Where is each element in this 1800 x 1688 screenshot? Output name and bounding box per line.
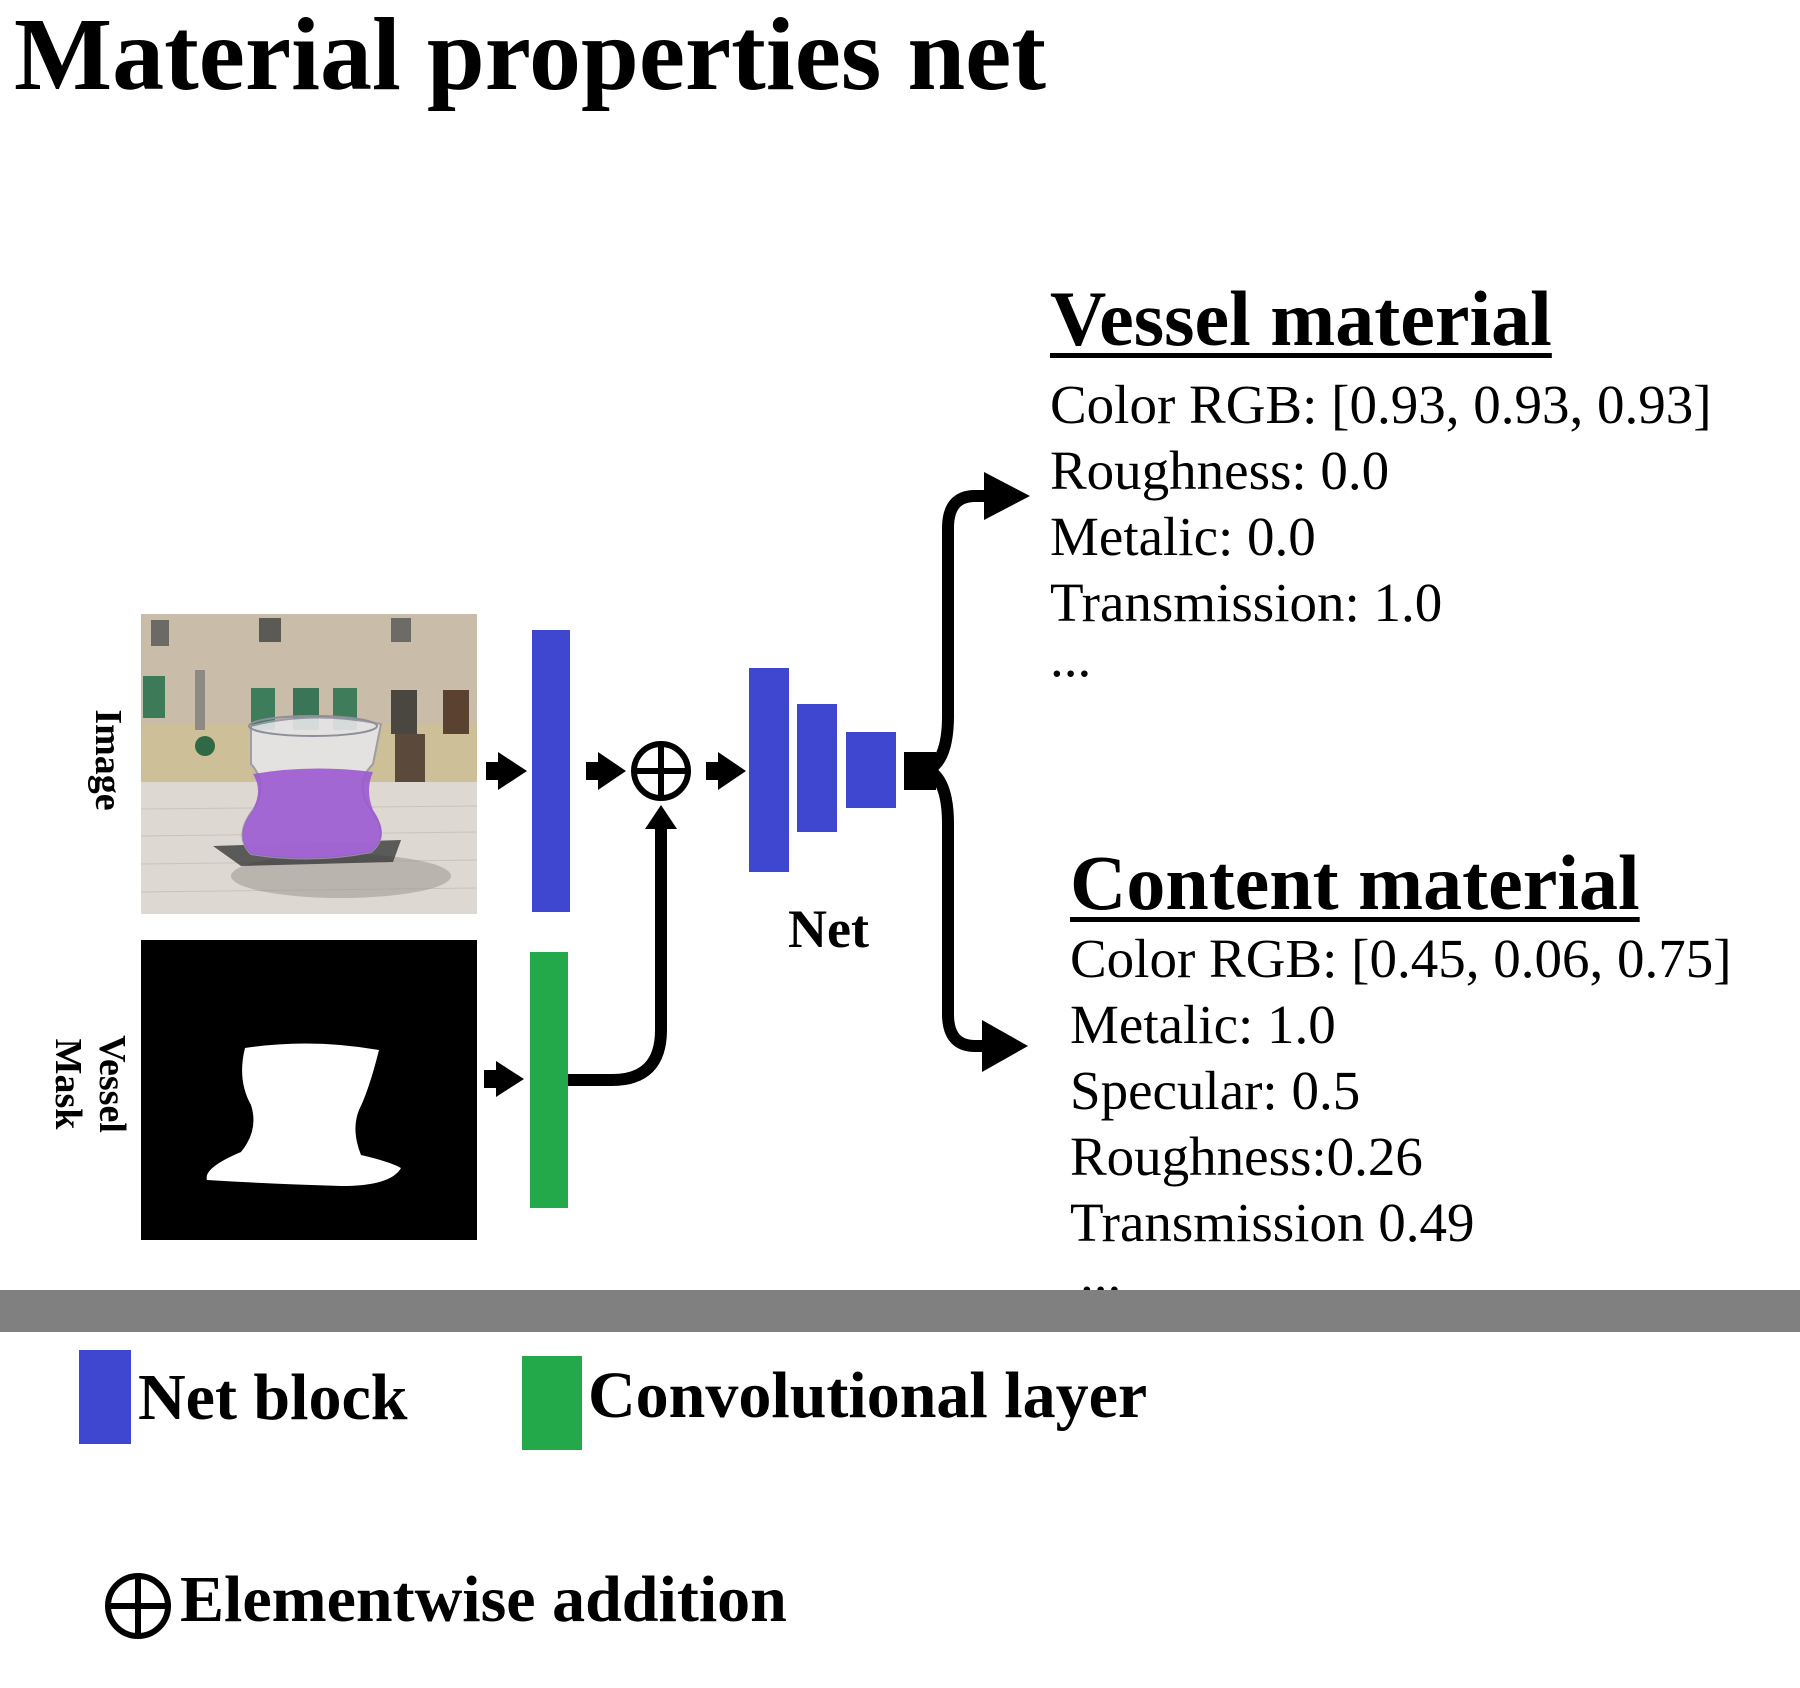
- arrow-addition-to-net: [706, 752, 746, 790]
- vessel-mask-image: [141, 940, 477, 1240]
- net-block-1: [749, 668, 789, 872]
- content-prop-specular: Specular: 0.5: [1070, 1060, 1361, 1121]
- output-brace: [914, 490, 988, 1052]
- vessel-material-properties: Color RGB: [0.93, 0.93, 0.93] Roughness:…: [1050, 372, 1712, 688]
- vessel-prop-metalic: Metalic: 0.0: [1050, 506, 1316, 567]
- legend-addition-label: Elementwise addition: [180, 1563, 787, 1636]
- image-conv-block: [532, 630, 570, 912]
- arrow-image-to-block: [486, 752, 527, 790]
- vessel-prop-roughness: Roughness: 0.0: [1050, 440, 1390, 501]
- net-block-3: [846, 732, 896, 808]
- divider-bar: [0, 1290, 1800, 1332]
- legend-net-block-swatch: [79, 1350, 131, 1444]
- content-prop-transmission: Transmission 0.49: [1070, 1192, 1475, 1253]
- legend-addition-icon: [105, 1573, 171, 1639]
- net-label: Net: [788, 899, 869, 959]
- legend-net-block-label: Net block: [138, 1361, 408, 1434]
- legend-conv-layer-label: Convolutional layer: [588, 1359, 1148, 1432]
- legend-conv-layer-swatch: [522, 1356, 582, 1450]
- arrow-to-vessel-head: [984, 472, 1030, 520]
- content-prop-color: Color RGB: [0.45, 0.06, 0.75]: [1070, 928, 1732, 989]
- arrow-mask-to-layer: [484, 1061, 524, 1097]
- content-prop-metalic: Metalic: 1.0: [1070, 994, 1336, 1055]
- vessel-prop-color: Color RGB: [0.93, 0.93, 0.93]: [1050, 374, 1712, 435]
- input-image: [141, 614, 477, 914]
- arrow-layer-to-addition-head: [645, 805, 677, 829]
- vessel-prop-transmission: Transmission: 1.0: [1050, 572, 1443, 633]
- content-prop-roughness: Roughness:0.26: [1070, 1126, 1423, 1187]
- vessel-material-heading: Vessel material: [1050, 275, 1552, 362]
- mask-conv-layer: [530, 952, 568, 1208]
- arrow-to-content-head: [982, 1020, 1028, 1072]
- content-material-heading: Content material: [1070, 839, 1640, 926]
- elementwise-addition-icon: [631, 741, 691, 801]
- net-block-2: [797, 704, 837, 832]
- line-layer-to-addition: [568, 826, 667, 1086]
- vessel-prop-ellipsis: ...: [1050, 627, 1092, 688]
- arrow-block-to-addition: [586, 752, 626, 790]
- content-material-properties: Color RGB: [0.45, 0.06, 0.75] Metalic: 1…: [1070, 926, 1732, 1304]
- content-prop-ellipsis: ...: [1080, 1243, 1122, 1304]
- diagram-title: Material properties net: [14, 0, 1046, 112]
